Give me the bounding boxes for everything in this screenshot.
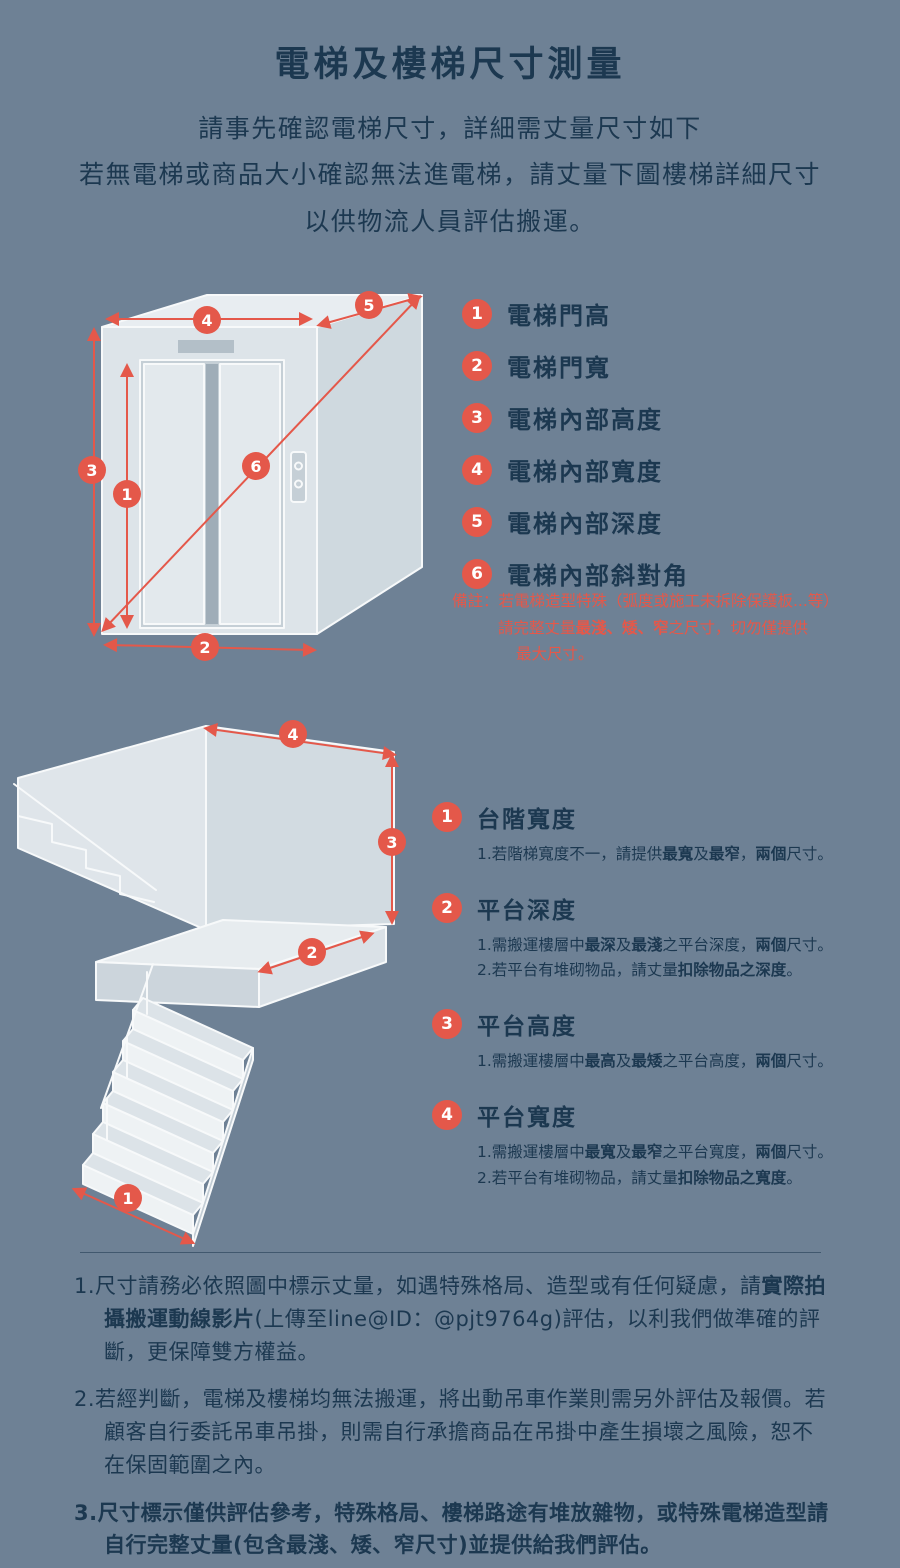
stairs-marker-4: 4 bbox=[279, 720, 307, 748]
legend-item-elevator-1: 1 電梯門高 bbox=[462, 296, 892, 331]
legend-subnote: 1.需搬運樓層中最深及最淺之平台深度，兩個尺寸。 bbox=[477, 936, 833, 955]
legend-item-stairs-3: 3 平台高度 1.需搬運樓層中最高及最矮之平台高度，兩個尺寸。 bbox=[432, 1007, 898, 1074]
elevator-illustration bbox=[87, 293, 423, 657]
number-badge: 2 bbox=[432, 893, 462, 924]
elevator-marker-3: 3 bbox=[78, 456, 106, 484]
legend-subnote: 2.若平台有堆砌物品，請丈量扣除物品之深度。 bbox=[477, 961, 802, 980]
stairs-marker-1: 1 bbox=[114, 1184, 142, 1212]
number-badge: 6 bbox=[462, 558, 492, 589]
footer-notes: 1.尺寸請務必依照圖中標示丈量，如遇特殊格局、造型或有任何疑慮，請實際拍攝搬運動… bbox=[74, 1270, 834, 1568]
intro-line-3: 以供物流人員評估搬運。 bbox=[304, 206, 596, 236]
legend-subnote: 1.需搬運樓層中最高及最矮之平台高度，兩個尺寸。 bbox=[477, 1052, 833, 1071]
stairs-landing bbox=[95, 919, 387, 1008]
number-badge: 3 bbox=[462, 402, 492, 433]
legend-item-elevator-6: 6 電梯內部斜對角 bbox=[462, 556, 892, 591]
section-divider bbox=[80, 1252, 821, 1253]
legend-label: 電梯內部高度 bbox=[507, 406, 663, 434]
elevator-marker-2: 2 bbox=[191, 633, 219, 661]
intro-text: 請事先確認電梯尺寸，詳細需丈量尺寸如下 若無電梯或商品大小確認無法進電梯，請丈量… bbox=[0, 106, 900, 245]
stairs-figure: 1 2 3 4 bbox=[6, 712, 436, 1247]
stairs-marker-2: 2 bbox=[298, 938, 326, 966]
legend-subnote: 1.需搬運樓層中最寬及最窄之平台寬度，兩個尺寸。 bbox=[477, 1143, 833, 1162]
elevator-marker-1: 1 bbox=[113, 480, 141, 508]
legend-item-elevator-3: 3 電梯內部高度 bbox=[462, 400, 892, 435]
legend-item-stairs-1: 1 台階寬度 1.若階梯寬度不一，請提供最寬及最窄，兩個尺寸。 bbox=[432, 800, 898, 867]
elevator-marker-6: 6 bbox=[242, 452, 270, 480]
page-title: 電梯及樓梯尺寸測量 bbox=[274, 45, 626, 85]
note-line-3: 最大尺寸。 bbox=[516, 645, 594, 664]
legend-label: 電梯內部斜對角 bbox=[507, 562, 689, 590]
elevator-display-panel bbox=[178, 340, 234, 353]
legend-item-stairs-4: 4 平台寬度 1.需搬運樓層中最寬及最窄之平台寬度，兩個尺寸。 2.若平台有堆砌… bbox=[432, 1098, 898, 1190]
stairs-handrail bbox=[100, 963, 154, 1141]
number-badge: 1 bbox=[462, 298, 492, 329]
upper-flight-steps bbox=[17, 797, 155, 903]
intro-line-2: 若無電梯或商品大小確認無法進電梯，請丈量下圖樓梯詳細尺寸 bbox=[78, 160, 821, 190]
elevator-marker-5: 5 bbox=[355, 291, 383, 319]
legend-label: 電梯門寬 bbox=[507, 354, 611, 382]
stairs-marker-3: 3 bbox=[378, 828, 406, 856]
stairs-walls bbox=[13, 725, 395, 931]
elevator-control-panel bbox=[290, 451, 307, 503]
number-badge: 2 bbox=[462, 350, 492, 381]
legend-label: 電梯內部寬度 bbox=[507, 458, 663, 486]
legend-item-elevator-4: 4 電梯內部寬度 bbox=[462, 452, 892, 487]
elevator-note: 備註：若電梯造型特殊（弧度或施工未拆除保護板...等） 請完整丈量最淺、矮、窄之… bbox=[452, 588, 900, 668]
legend-title: 平台深度 bbox=[477, 898, 577, 925]
elevator-figure: 1 2 3 4 5 6 bbox=[72, 284, 457, 684]
footer-note-2: 2.若經判斷，電梯及樓梯均無法搬運，將出動吊車作業則需另外評估及報價。若顧客自行… bbox=[74, 1387, 827, 1477]
note-line-1: 備註：若電梯造型特殊（弧度或施工未拆除保護板...等） bbox=[452, 592, 839, 610]
legend-item-elevator-5: 5 電梯內部深度 bbox=[462, 504, 892, 539]
number-badge: 5 bbox=[462, 506, 492, 537]
legend-subnote: 1.若階梯寬度不一，請提供最寬及最窄，兩個尺寸。 bbox=[477, 845, 833, 863]
number-badge: 4 bbox=[432, 1100, 462, 1131]
footer-note-1: 1.尺寸請務必依照圖中標示丈量，如遇特殊格局、造型或有任何疑慮，請實際拍攝搬運動… bbox=[74, 1274, 827, 1364]
stairs-steps bbox=[82, 997, 254, 1247]
note-line-2: 請完整丈量最淺、矮、窄之尺寸，切勿僅提供 bbox=[498, 618, 809, 637]
legend-label: 電梯內部深度 bbox=[507, 510, 663, 538]
elevator-legend: 1 電梯門高 2 電梯門寬 3 電梯內部高度 4 電梯內部寬度 5 電梯內部深度… bbox=[462, 296, 892, 608]
stairs-legend: 1 台階寬度 1.若階梯寬度不一，請提供最寬及最窄，兩個尺寸。 2 平台深度 1… bbox=[432, 800, 898, 1215]
number-badge: 1 bbox=[432, 802, 462, 832]
legend-title: 平台高度 bbox=[477, 1014, 577, 1041]
upper-flight-handrail bbox=[13, 783, 157, 891]
stairs-illustration bbox=[13, 723, 399, 1247]
footer-note-3: 3.尺寸標示僅供評估參考，特殊格局、樓梯路途有堆放雜物，或特殊電梯造型請自行完整… bbox=[74, 1500, 829, 1558]
number-badge: 4 bbox=[462, 454, 492, 485]
legend-title: 台階寬度 bbox=[477, 807, 577, 833]
number-badge: 3 bbox=[432, 1009, 462, 1040]
legend-item-elevator-2: 2 電梯門寬 bbox=[462, 348, 892, 383]
elevator-marker-4: 4 bbox=[193, 306, 221, 334]
legend-item-stairs-2: 2 平台深度 1.需搬運樓層中最深及最淺之平台深度，兩個尺寸。 2.若平台有堆砌… bbox=[432, 891, 898, 983]
legend-title: 平台寬度 bbox=[477, 1105, 577, 1132]
legend-subnote: 2.若平台有堆砌物品，請丈量扣除物品之寬度。 bbox=[477, 1168, 802, 1187]
intro-line-1: 請事先確認電梯尺寸，詳細需丈量尺寸如下 bbox=[198, 114, 702, 143]
legend-label: 電梯門高 bbox=[507, 302, 611, 330]
